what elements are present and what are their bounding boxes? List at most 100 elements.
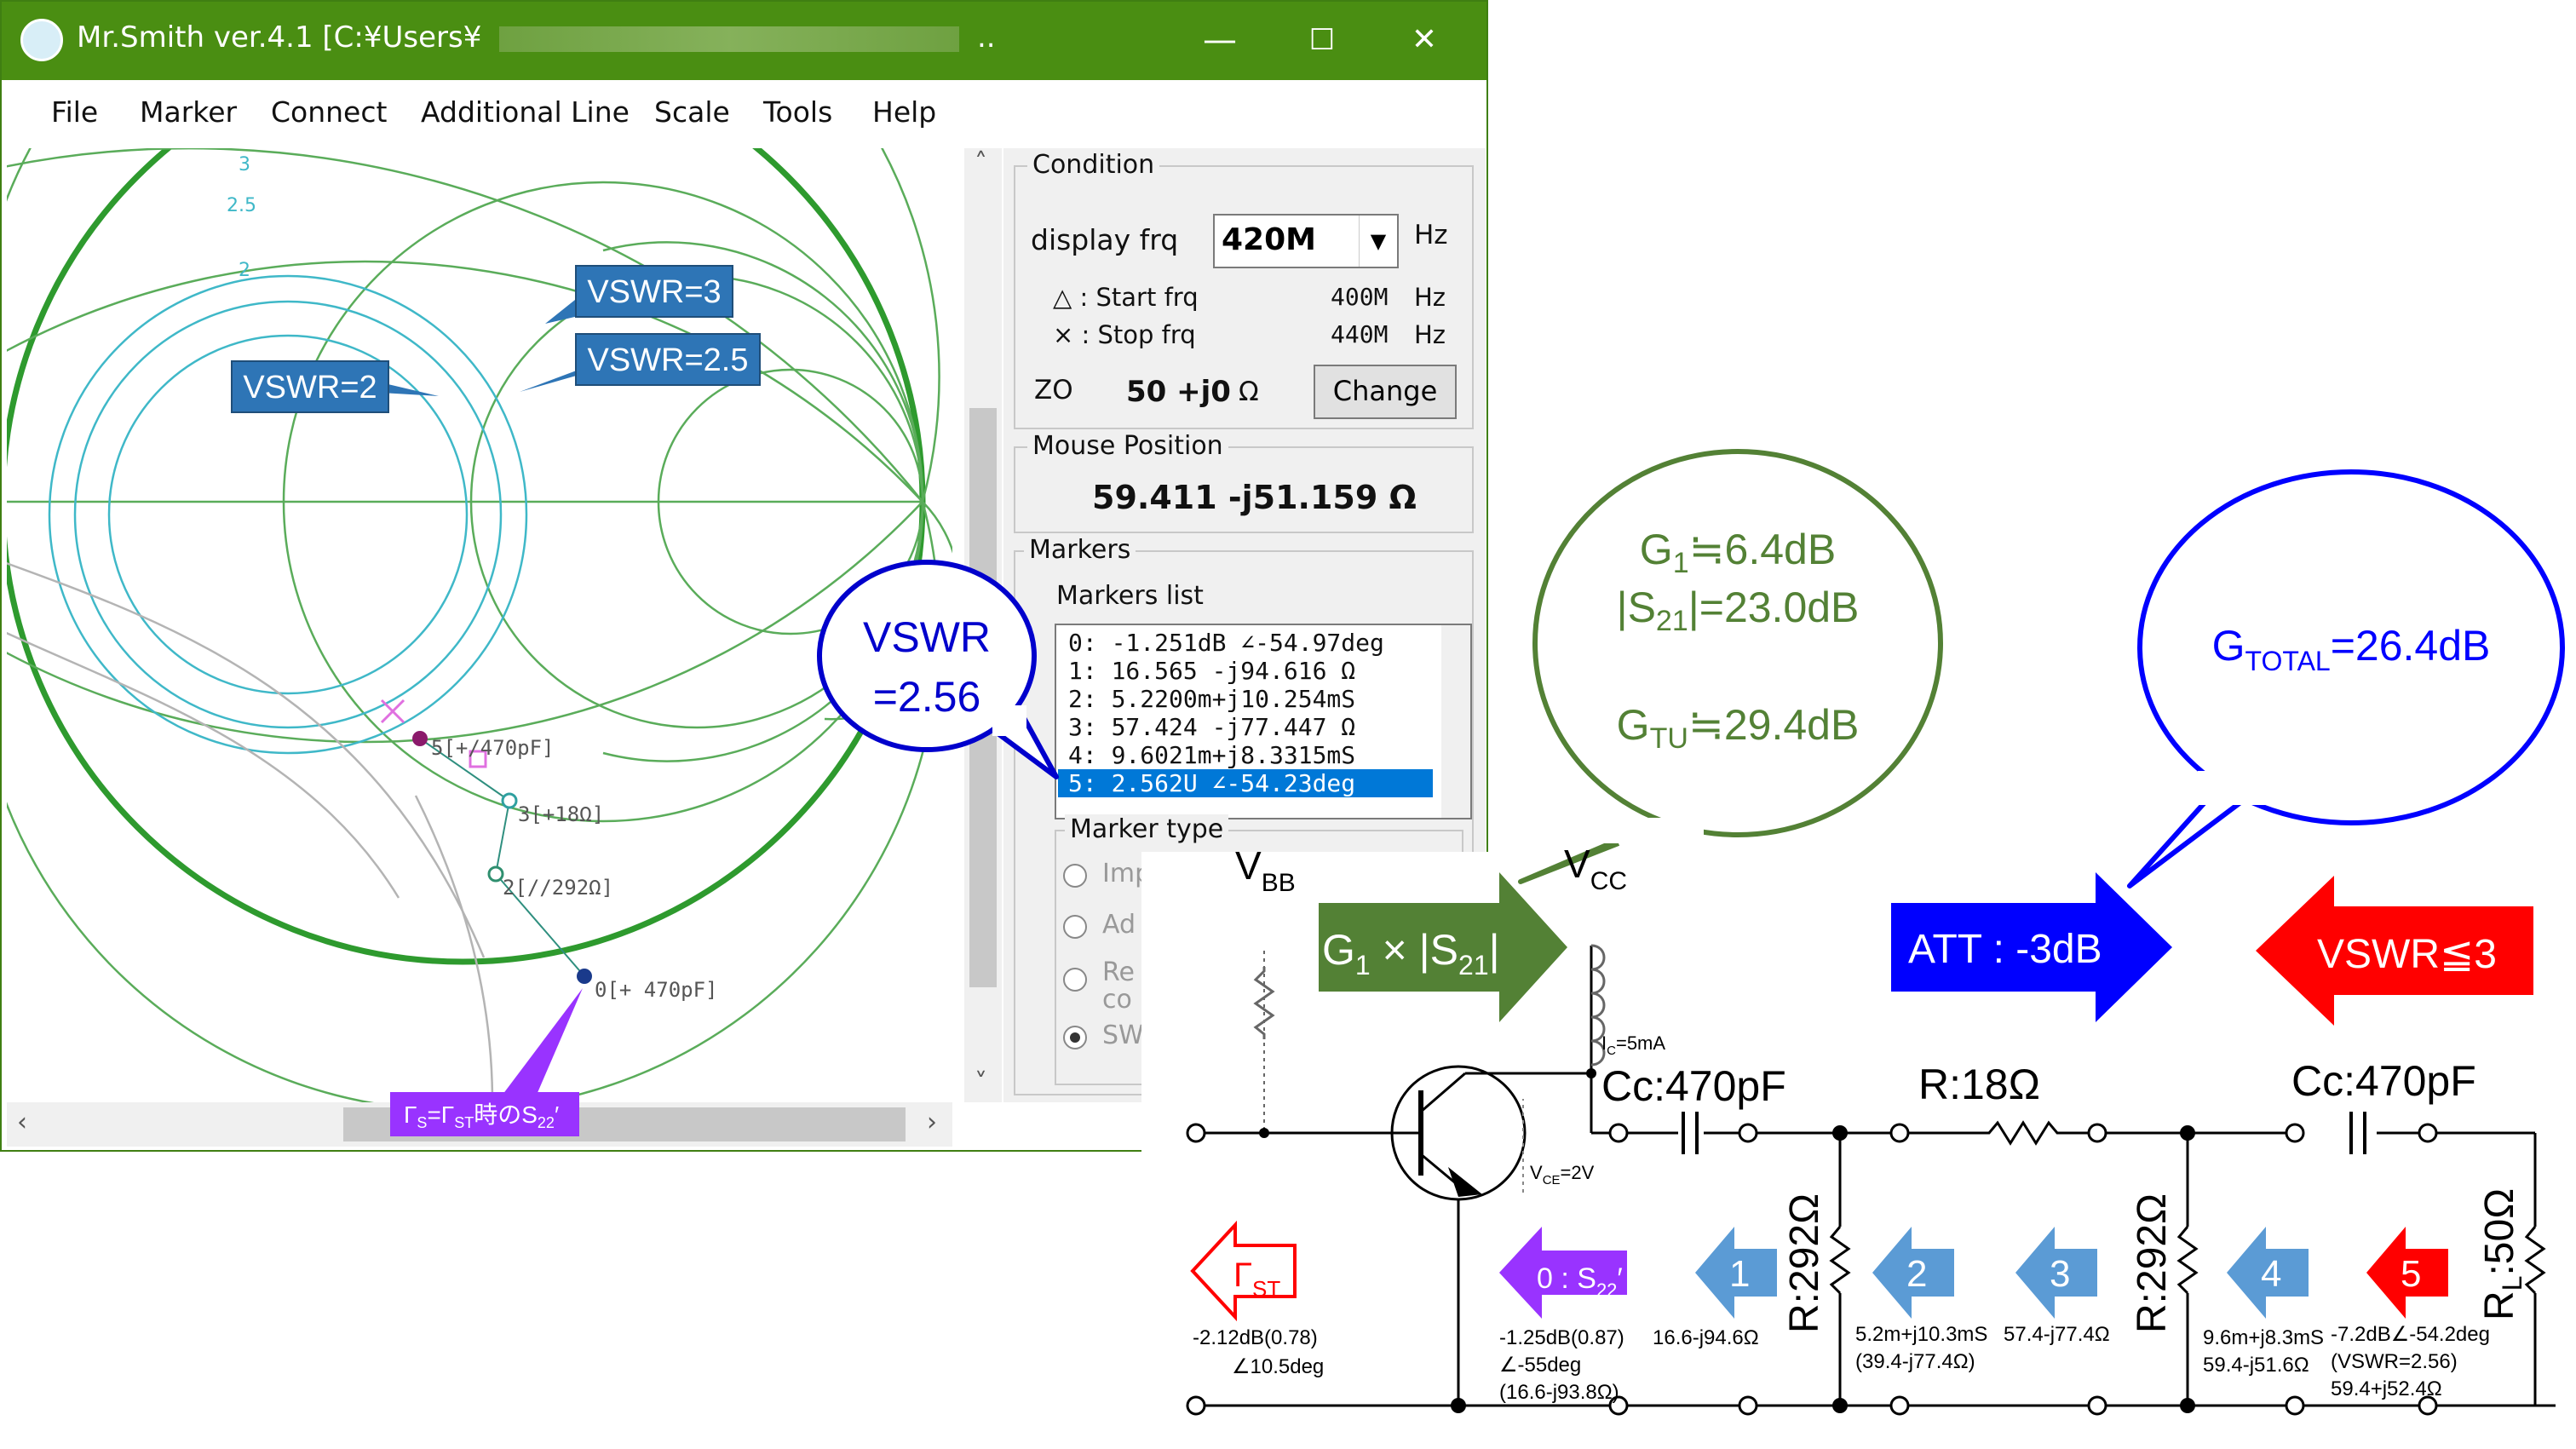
close-button[interactable]: ✕ [1411, 22, 1438, 57]
z0-label: ZO [1034, 375, 1073, 405]
gst-value-2: ∠10.5deg [1232, 1355, 1324, 1378]
menu-scale[interactable]: Scale [654, 95, 730, 129]
circuit-terminals [1186, 1123, 2438, 1416]
att-arrow-text: ATT : -3dB [1908, 927, 2102, 972]
blurred-path [499, 26, 960, 52]
gamma-callout: ΓS=ΓST時のS22′ [390, 988, 583, 1136]
m3-value: 57.4-j77.4Ω [2004, 1323, 2110, 1346]
radio-imp[interactable] [1063, 864, 1087, 888]
m5-value-1: -7.2dB∠-54.2deg [2331, 1323, 2490, 1346]
radio-re-label-2: co [1102, 985, 1132, 1015]
marker-3 [501, 792, 518, 809]
m5-value-2: (VSWR=2.56) [2331, 1350, 2458, 1373]
window-title-suffix: .. [976, 20, 996, 55]
minimize-button[interactable]: — [1203, 20, 1237, 60]
scroll-down-icon[interactable]: ˅ [975, 1068, 987, 1098]
g1-arrow-text: G1 × |S21| [1322, 926, 1500, 980]
circuit-wires [1196, 944, 2556, 1407]
menu-help[interactable]: Help [872, 95, 937, 129]
m4-value-2: 59.4-j51.6Ω [2203, 1354, 2309, 1377]
vswr-256-line1: VSWR [863, 613, 991, 661]
menu-tools[interactable]: Tools [763, 95, 833, 129]
svg-text:5: 5 [2401, 1253, 2421, 1295]
title-bar[interactable]: Mr.Smith ver.4.1 [C:¥Users¥ .. — ☐ ✕ [2, 2, 1486, 80]
vswr-circle-3 [48, 274, 528, 755]
menu-connect[interactable]: Connect [271, 95, 388, 129]
smith-chart-canvas[interactable]: 5[+/470pF] 3[+18Ω] 2[//292Ω] 0[+ 470pF] … [7, 148, 952, 1102]
list-item[interactable]: 3: 57.424 -j77.447 Ω [1068, 713, 1356, 741]
vbb-label: VBB [1235, 843, 1296, 897]
step-arrows: 1 2 3 4 5 [1695, 1227, 2448, 1319]
vswr-circle-2 [107, 334, 469, 695]
scroll-up-icon[interactable]: ˄ [975, 148, 987, 178]
vswr3-callout: VSWR=3 [545, 265, 733, 324]
marker-0 [577, 969, 592, 984]
gst-value-1: -2.12dB(0.78) [1193, 1326, 1318, 1349]
menu-marker[interactable]: Marker [140, 95, 238, 129]
vcc-label: VCC [1564, 842, 1627, 895]
marker-label-0: 0[+ 470pF] [595, 978, 718, 1002]
list-scrollbar[interactable] [1441, 625, 1470, 818]
marker-path [419, 738, 585, 977]
att-arrow: ATT : -3dB [1891, 872, 2172, 1022]
radio-re-label: Re [1102, 957, 1135, 987]
change-button[interactable]: Change [1314, 365, 1457, 419]
vswr-limit-arrow: VSWR≦3 [2256, 876, 2533, 1026]
radio-ad[interactable] [1063, 915, 1087, 939]
marker-type-label: Marker type [1065, 814, 1229, 844]
radio-sw[interactable] [1063, 1026, 1087, 1049]
svg-text:3: 3 [2050, 1253, 2070, 1295]
s22-value-3: (16.6-j93.8Ω) [1499, 1381, 1619, 1404]
list-item[interactable]: 1: 16.565 -j94.616 Ω [1068, 657, 1356, 685]
reactance-arc [7, 148, 923, 503]
gamma-st-label: ΓST [1233, 1256, 1280, 1302]
gain-bubble: G1≒6.4dB |S21|=23.0dB GTU≒29.4dB [1518, 449, 1943, 884]
vswr25-callout: VSWR=2.5 [520, 333, 761, 392]
vswr2-callout: VSWR=2 [231, 360, 439, 413]
ic-label: IC=5mA [1601, 1032, 1665, 1058]
menu-bar: File Marker Connect Additional Line Scal… [2, 80, 1486, 148]
transform-arc [414, 795, 494, 1102]
scroll-left-icon[interactable]: ‹ [17, 1107, 27, 1137]
display-frq-select[interactable]: 420M ▼ [1213, 214, 1399, 268]
maximize-button[interactable]: ☐ [1308, 23, 1336, 57]
marker-label-2: 2[//292Ω] [503, 876, 613, 900]
vswr3-label: VSWR=3 [587, 274, 721, 310]
vswr-limit-text: VSWR≦3 [2317, 932, 2497, 977]
transform-arc [7, 561, 486, 958]
scroll-right-icon[interactable]: › [927, 1107, 937, 1137]
list-item[interactable]: 2: 5.2200m+j10.254mS [1068, 685, 1356, 713]
m5-value-3: 59.4+j52.4Ω [2331, 1377, 2442, 1400]
radio-ad-label: Ad [1102, 910, 1136, 940]
mouse-position-label: Mouse Position [1027, 431, 1228, 461]
start-hz-label: Hz [1414, 283, 1446, 312]
markers-list[interactable]: 0: -1.251dB ∠-54.97deg 1: 16.565 -j94.61… [1055, 624, 1472, 819]
menu-additional-line[interactable]: Additional Line [421, 95, 630, 129]
condition-group: Condition display frq 420M ▼ Hz △ : Star… [1014, 150, 1474, 429]
vswr25-label: VSWR=2.5 [587, 342, 748, 378]
reactance-arc [602, 241, 924, 503]
marker-label-5: 5[+/470pF] [431, 736, 555, 760]
menu-file[interactable]: File [51, 95, 99, 129]
step-5-arrow: 5 [2366, 1227, 2448, 1319]
marker-label-3: 3[+18Ω] [518, 802, 604, 826]
emitter-arrow-icon [1448, 1167, 1482, 1197]
m2-value-1: 5.2m+j10.3mS [1855, 1323, 1987, 1346]
list-item[interactable]: 0: -1.251dB ∠-54.97deg [1068, 629, 1384, 657]
list-item-selected[interactable]: 5: 2.562U ∠-54.23deg [1058, 769, 1433, 797]
radio-re[interactable] [1063, 968, 1087, 992]
g1-s21-arrow: G1 × |S21| [1319, 872, 1567, 1022]
g1-text: G1≒6.4dB [1640, 526, 1836, 579]
markers-list-label: Markers list [1056, 581, 1204, 611]
start-frq-label: △ : Start frq [1053, 283, 1199, 312]
cc2-label: Cc:470pF [2291, 1057, 2476, 1105]
vswr-circle-2-5 [73, 300, 503, 729]
chevron-down-icon[interactable]: ▼ [1359, 216, 1397, 267]
list-item[interactable]: 4: 9.6021m+j8.3315mS [1068, 741, 1356, 769]
radio-sw-label: SW [1102, 1021, 1144, 1050]
s22-value-1: -1.25dB(0.87) [1499, 1326, 1624, 1349]
gtotal-text: GTOTAL=26.4dB [2212, 622, 2491, 676]
r292a-label: R:292Ω [1782, 1193, 1827, 1333]
marker-2 [487, 865, 504, 883]
